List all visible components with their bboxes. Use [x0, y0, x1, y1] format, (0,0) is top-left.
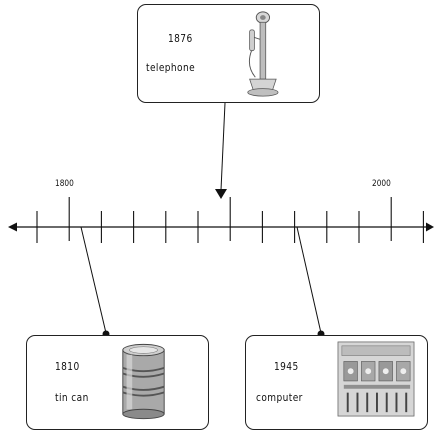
event-year: 1810 — [55, 360, 80, 373]
timeline-left-arrow-icon — [8, 223, 17, 232]
timeline-start-label: 1800 — [55, 179, 74, 189]
tin-can-connector — [81, 227, 106, 333]
timeline-end-label: 2000 — [372, 179, 391, 189]
timeline-ticks — [37, 197, 423, 243]
event-year: 1876 — [168, 32, 193, 45]
event-card-tin-can: 1810 tin can — [26, 335, 209, 430]
event-label: telephone — [146, 61, 195, 74]
event-label: tin can — [55, 391, 89, 404]
timeline-right-arrow-icon — [426, 223, 434, 232]
computer-connector — [297, 227, 321, 333]
event-label: computer — [256, 391, 303, 404]
candlestick-telephone-icon — [242, 9, 280, 99]
event-card-computer: 1945 computer — [245, 335, 428, 430]
tin-can-icon — [120, 342, 167, 422]
computer-circuit-board-icon — [336, 340, 416, 418]
telephone-pointer-icon — [215, 189, 227, 199]
event-year: 1945 — [274, 360, 299, 373]
telephone-connector — [221, 103, 225, 190]
event-card-telephone: 1876 telephone — [137, 4, 320, 103]
